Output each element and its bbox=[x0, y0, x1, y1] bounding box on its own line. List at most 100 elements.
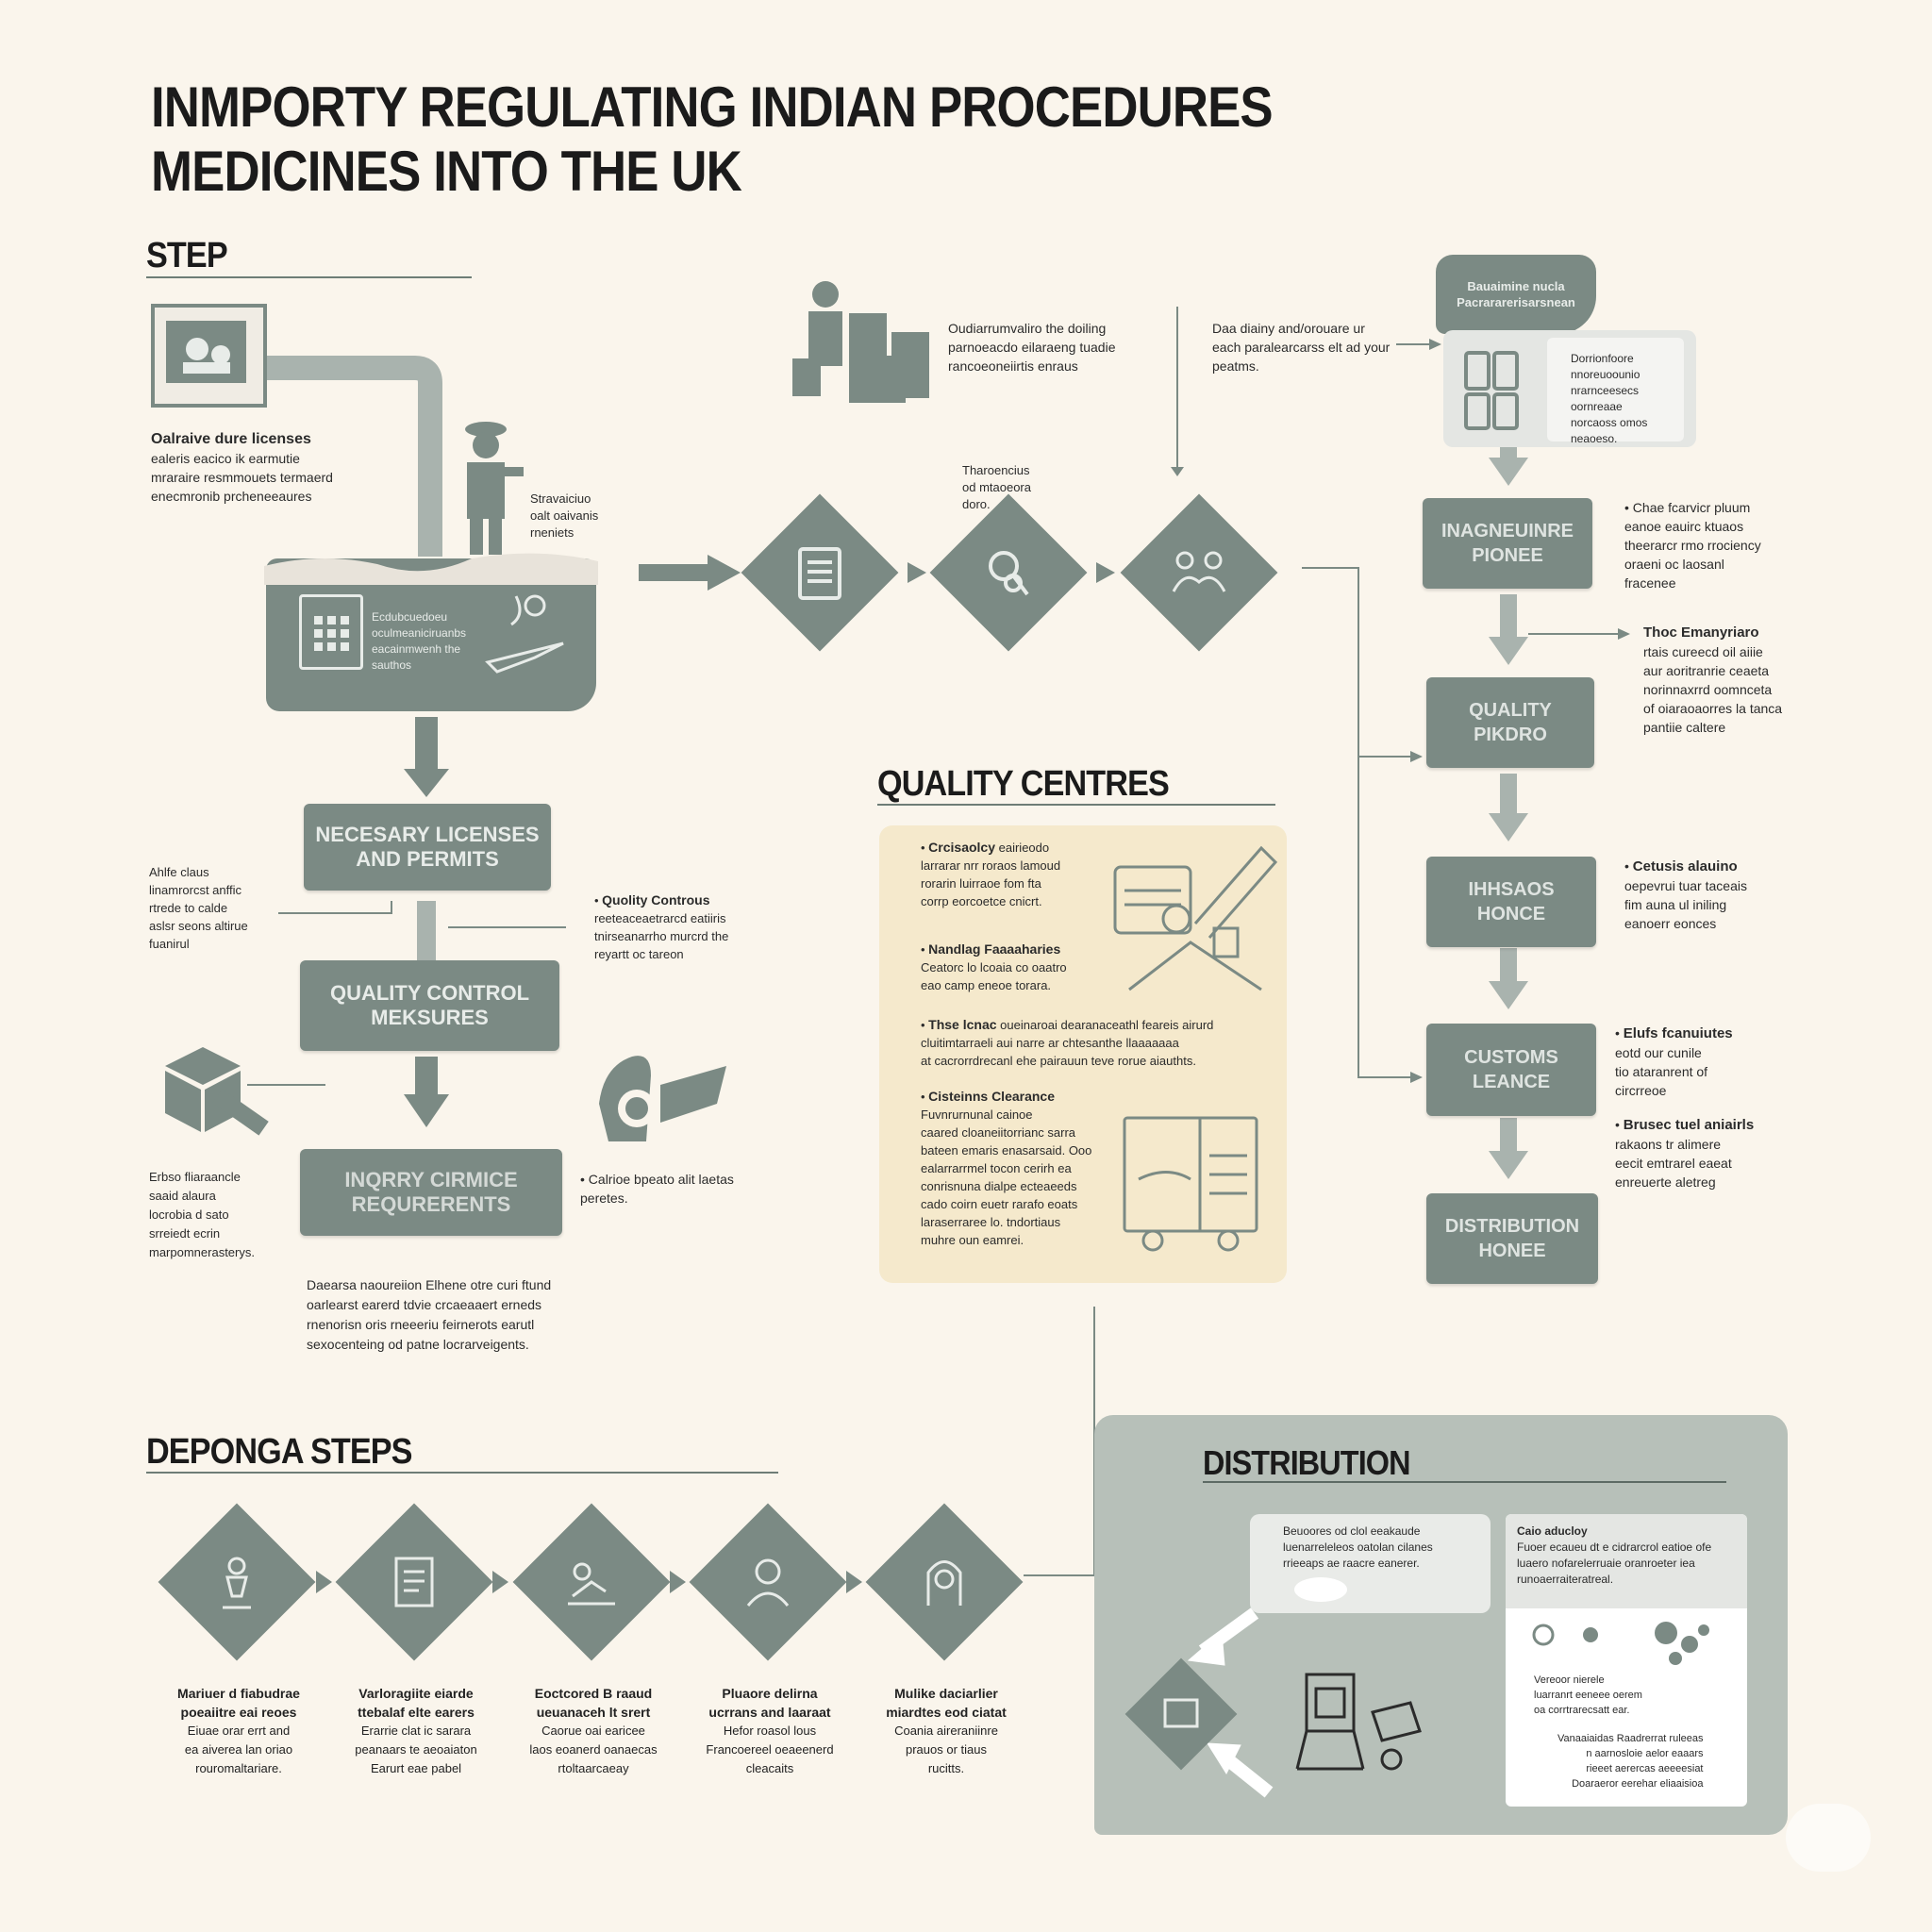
step-rule bbox=[146, 276, 472, 278]
right-note-4-title: Elufs fcanuiutes bbox=[1623, 1025, 1733, 1041]
deponga-diamond-2 bbox=[335, 1503, 493, 1661]
trophy-icon bbox=[223, 1557, 251, 1609]
distribution-link-line bbox=[1024, 1307, 1095, 1576]
right-note-3-body: oepevrui tuar taceais fim auna ul inilin… bbox=[1624, 878, 1747, 931]
right-branch-line bbox=[1302, 567, 1415, 1078]
right-note-2-body: rtais cureecd oil aiiie aur aoritranrie … bbox=[1643, 644, 1783, 735]
right-header-note: Dorrionfoore nnoreuoounio nrarnceesecs o… bbox=[1571, 352, 1648, 445]
distribution-heading: DISTRIBUTION bbox=[1203, 1443, 1410, 1482]
deponga-rule bbox=[146, 1472, 778, 1474]
detail-card-body: Fuoer ecaueu dt e cidrarcrol eatioe ofe … bbox=[1517, 1541, 1712, 1586]
deponga-step-3-title: Eoctcored B raaud ueuanaceh lt srert bbox=[534, 1686, 653, 1720]
quality-controls-note-body: reeteaceaetrarcd eatiiris tnirseanarrho … bbox=[594, 911, 729, 961]
right-box-1: INAGNEUINRE PIONEE bbox=[1423, 498, 1592, 589]
deponga-step-1-body: Eiuae orar errt and ea aiverea lan oriao… bbox=[184, 1724, 293, 1775]
deponga-heading: DEPONGA STEPS bbox=[146, 1432, 413, 1472]
header-card-note-bg bbox=[1547, 338, 1684, 441]
dep-arrow-4 bbox=[846, 1571, 862, 1593]
plane-icon bbox=[478, 587, 573, 681]
grid-document-icon bbox=[299, 594, 363, 670]
pills-icon bbox=[1532, 1622, 1709, 1665]
handover-diamond bbox=[1120, 493, 1278, 652]
down-shaft-1 bbox=[415, 717, 438, 774]
qc-item-3: • Thse lcnac oueinaroai dearanaceathl fe… bbox=[921, 1017, 1214, 1068]
top-right-arrowhead bbox=[1429, 339, 1441, 350]
package-note: Ecdubcuedoeu oculmeaniciruanbs eacainmwe… bbox=[372, 610, 467, 672]
branch-arrowhead-2 bbox=[1410, 1072, 1423, 1083]
document-package: Ecdubcuedoeu oculmeaniciruanbs eacainmwe… bbox=[264, 553, 598, 711]
handover-icon bbox=[1172, 551, 1226, 592]
deponga-diamond-5 bbox=[865, 1503, 1024, 1661]
down-shaft-2 bbox=[415, 1057, 438, 1099]
right-note-4-body: eotd our cunile tio ataranrent of circrr… bbox=[1615, 1045, 1708, 1098]
cartoons-note: • Calrioe bpeato alit laetas peretes. bbox=[580, 1172, 734, 1206]
quality-centres-panel: • Crcisaolcy eairieodo larrarar nrr rora… bbox=[879, 825, 1287, 1283]
deponga-step-3-body: Caorue oai earicee laos eoanerd oanaecas… bbox=[529, 1724, 658, 1775]
right-box-5: DISTRIBUTION HONEE bbox=[1426, 1193, 1598, 1284]
qc-item-1-text: eairieodo larrarar nrr roraos lamoud ror… bbox=[921, 841, 1061, 908]
deponga-diamond-1 bbox=[158, 1503, 316, 1661]
qc-item-1: • Crcisaolcy eairieodo larrarar nrr rora… bbox=[921, 840, 1061, 908]
dep-arrow-3 bbox=[670, 1571, 686, 1593]
right-arrow-2 bbox=[908, 562, 926, 583]
deponga-step-2-title: Varloragiite eiarde ttebalaf elte earers bbox=[358, 1686, 475, 1720]
necessary-licenses-box: NECESARY LICENSES AND PERMITS bbox=[304, 804, 551, 891]
deponga-diamond-3 bbox=[512, 1503, 671, 1661]
detail-small-1: Vereoor nierele luarranrt eeneee oerem o… bbox=[1534, 1674, 1642, 1716]
shopping-robot-icon bbox=[1295, 1673, 1422, 1771]
hooded-person-icon bbox=[926, 1560, 962, 1606]
title-line-2: MEDICINES INTO THE UK bbox=[151, 140, 742, 203]
distribution-callout-1: Beuoores od clol eeakaude luenarreleleos… bbox=[1250, 1514, 1491, 1613]
right-note-1-text: Chae fcarvicr pluum eanoe eauirc ktuaos … bbox=[1624, 500, 1761, 591]
quality-controls-note-title: Quolity Controus bbox=[602, 892, 710, 908]
checklist-icon bbox=[798, 547, 841, 600]
distribution-arrows-icon bbox=[1124, 1607, 1274, 1798]
licenses-note-title: Oalraive dure licenses bbox=[151, 431, 311, 447]
center-note: Tharoencius od mtaoeora doro. bbox=[962, 463, 1031, 511]
document-icon bbox=[394, 1557, 434, 1607]
deponga-diamond-4 bbox=[689, 1503, 847, 1661]
qc-item-4-text: Fuvnrurnunal cainoe caared cloaneiitorri… bbox=[921, 1108, 1092, 1247]
qc-item-2-text: Ceatorc lo lcoaia co oaatro eao camp ene… bbox=[921, 960, 1067, 992]
mid-shaft bbox=[417, 901, 436, 972]
down-arrow-1 bbox=[404, 769, 449, 797]
right-note-5-body: rakaons tr alimere eecit emtrarel eaeat … bbox=[1615, 1137, 1732, 1190]
branch-arrowhead-1 bbox=[1410, 751, 1423, 762]
inquiry-requirements-box: INQRRY CIRMICE REQURERENTS bbox=[300, 1149, 562, 1236]
watermark-text: ai bbox=[1814, 1819, 1842, 1856]
distribution-panel: DISTRIBUTION Beuoores od clol eeakaude l… bbox=[1094, 1415, 1788, 1835]
title-line-1: INMPORTY REGULATING INDIAN PROCEDURES bbox=[151, 75, 1274, 139]
right-note-3-title: Cetusis alauino bbox=[1632, 858, 1738, 874]
right-header-text: Bauaimine nucla Pacrararerisarsnean bbox=[1457, 279, 1575, 309]
rc-shaft-5 bbox=[1500, 1118, 1517, 1156]
qc-item-2-title: Nandlag Faaaaharies bbox=[928, 941, 1061, 957]
deponga-step-2-body: Erarrie clat ic sarara peanaars te aeoai… bbox=[355, 1724, 477, 1775]
rc-arrow-1 bbox=[1489, 458, 1528, 486]
note2-arrowhead bbox=[1618, 628, 1630, 640]
deponga-step-5-body: Coania aireraniinre prauos or tiaus ruci… bbox=[894, 1724, 998, 1775]
customs-officer-icon bbox=[453, 415, 528, 557]
page-title: INMPORTY REGULATING INDIAN PROCEDURES ME… bbox=[151, 75, 1274, 204]
deponga-step-4-title: Pluaore delirna ucrrans and laaraat bbox=[708, 1686, 831, 1720]
boxes-icon bbox=[156, 1038, 269, 1141]
magnifier-icon bbox=[989, 551, 1029, 596]
right-box-2: QUALITY PIKDRO bbox=[1426, 677, 1594, 768]
rc-shaft-4 bbox=[1500, 948, 1517, 986]
dep-arrow-2 bbox=[492, 1571, 508, 1593]
license-sign-icon bbox=[151, 304, 267, 408]
top-note-left: Oudiarrumvaliro the doiling parnoeacdo e… bbox=[948, 321, 1116, 374]
detail-card-header bbox=[1506, 1514, 1747, 1608]
